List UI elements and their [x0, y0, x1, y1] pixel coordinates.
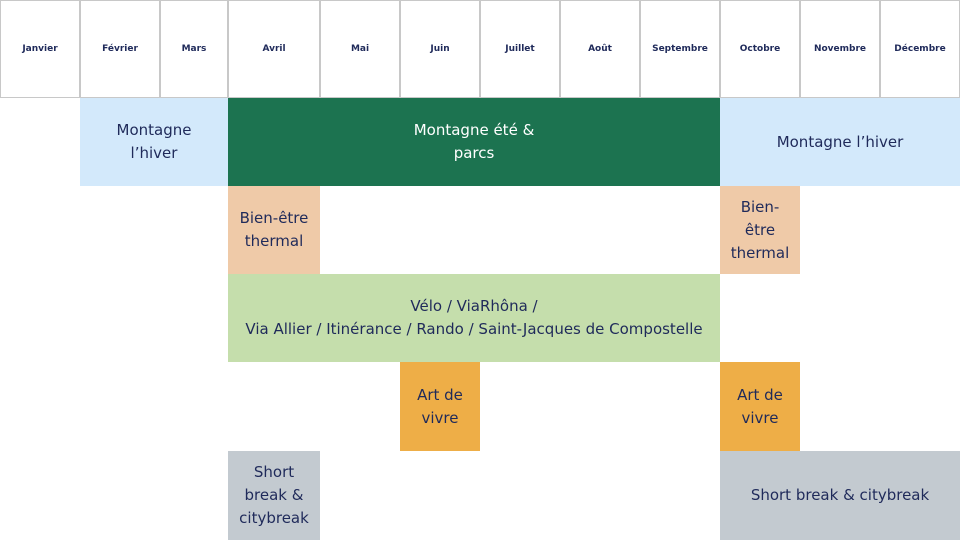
activity-cycling-hiking: Vélo / ViaRhôna / Via Allier / Itinéranc…: [228, 274, 720, 362]
month-header-february: Février: [80, 0, 160, 98]
activity-short-break-autumn: Short break & citybreak: [720, 451, 960, 540]
month-header-may: Mai: [320, 0, 400, 98]
activity-mountain-winter-early: Montagne l’hiver: [80, 98, 228, 186]
activity-art-de-vivre-autumn: Art de vivre: [720, 362, 800, 451]
activity-mountain-summer-parks: Montagne été & parcs: [228, 98, 720, 186]
month-header-november: Novembre: [800, 0, 880, 98]
month-header-august: Août: [560, 0, 640, 98]
month-header-january: Janvier: [0, 0, 80, 98]
activity-short-break-spring: Short break & citybreak: [228, 451, 320, 540]
month-header-july: Juillet: [480, 0, 560, 98]
activity-art-de-vivre-spring: Art de vivre: [400, 362, 480, 451]
month-header-march: Mars: [160, 0, 228, 98]
activity-thermal-wellness-spring: Bien-être thermal: [228, 186, 320, 274]
month-header-december: Décembre: [880, 0, 960, 98]
month-header-april: Avril: [228, 0, 320, 98]
month-header-october: Octobre: [720, 0, 800, 98]
month-header-june: Juin: [400, 0, 480, 98]
activity-thermal-wellness-autumn: Bien-être thermal: [720, 186, 800, 274]
month-header-september: Septembre: [640, 0, 720, 98]
activity-mountain-winter-late: Montagne l’hiver: [720, 98, 960, 186]
